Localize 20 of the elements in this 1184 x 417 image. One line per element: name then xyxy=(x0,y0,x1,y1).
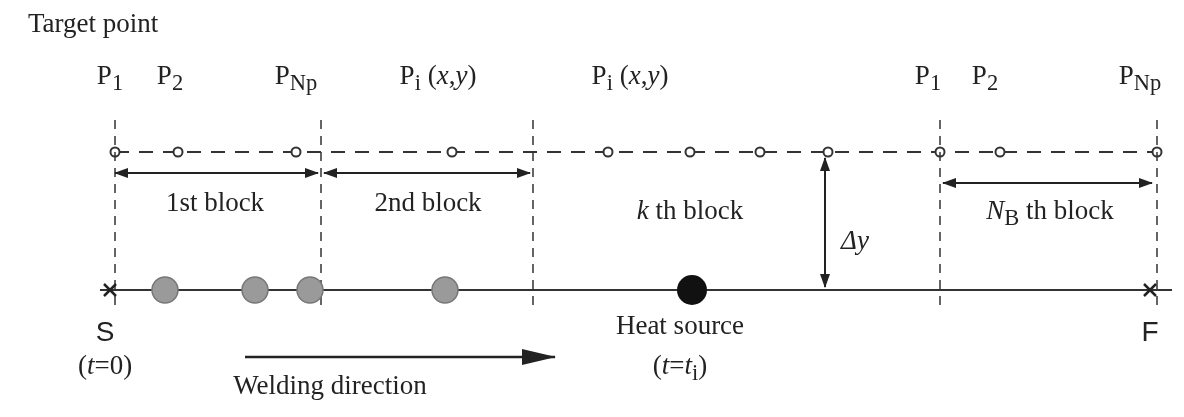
block-label: 2nd block xyxy=(374,187,482,218)
point-label: P$_{Np}$ xyxy=(274,60,318,97)
point-label: P$_{i}$ (x,y) xyxy=(399,60,477,97)
dimension-label: Δy xyxy=(841,225,869,256)
block-label: 1st block xyxy=(165,187,265,218)
heat-source-label: Heat source xyxy=(615,310,745,341)
point-label: P$_{2}$ xyxy=(971,60,999,97)
time-label: (t=t$_{i}$) xyxy=(652,350,708,387)
block-label: N$_{B}$ th block xyxy=(986,195,1114,232)
block-label: k th block xyxy=(636,195,744,226)
point-label: P$_{1}$ xyxy=(914,60,942,97)
time-label: (t=0) xyxy=(77,350,133,381)
heading: Target point xyxy=(28,8,159,39)
direction-label: Welding direction xyxy=(233,370,427,401)
point-label: P$_{1}$ xyxy=(96,60,124,97)
end-label: F xyxy=(1141,316,1159,348)
start-label: S xyxy=(95,316,115,348)
point-label: P$_{i}$ (x,y) xyxy=(591,60,669,97)
point-label: P$_{Np}$ xyxy=(1118,60,1162,97)
point-label: P$_{2}$ xyxy=(156,60,184,97)
